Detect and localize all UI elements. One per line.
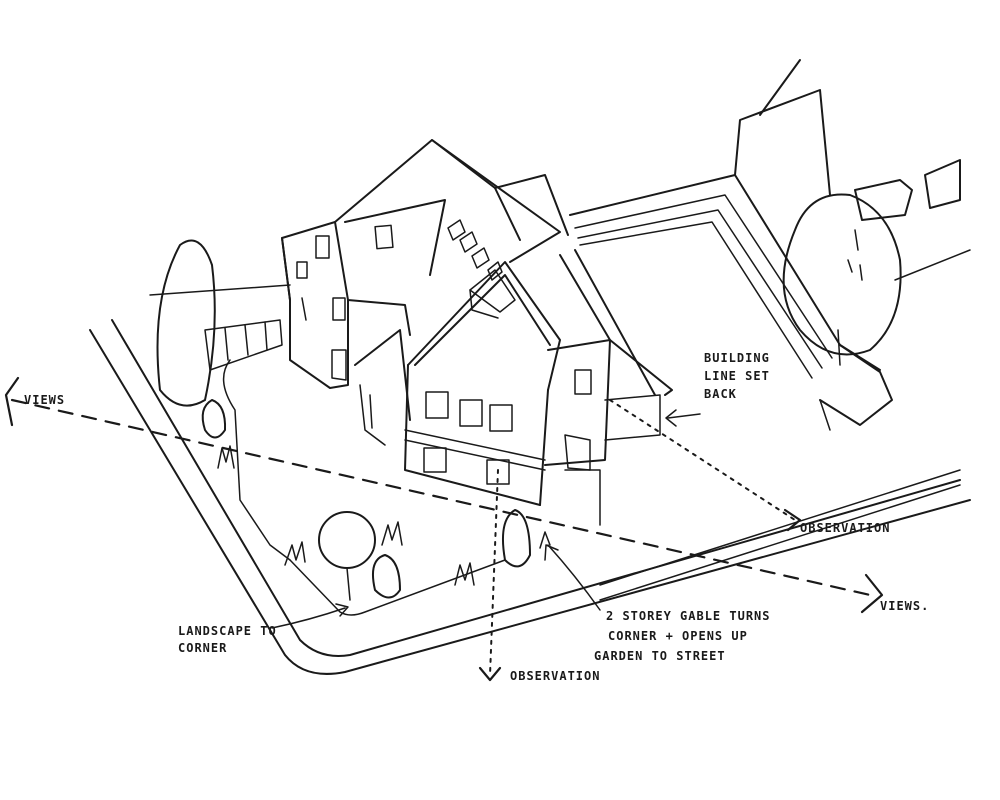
- site-boundary: [222, 359, 506, 616]
- label-views-right: VIEWS.: [880, 599, 929, 613]
- label-gable-2: CORNER + OPENS UP: [608, 629, 748, 643]
- landscaping: [156, 193, 902, 601]
- label-landscape-1: LANDSCAPE TO: [178, 624, 277, 638]
- label-gable-1: 2 STOREY GABLE TURNS: [606, 609, 771, 623]
- label-building-line-2: LINE SET: [704, 369, 770, 383]
- house: [281, 139, 673, 526]
- leader-arrows: [271, 409, 701, 629]
- rear-fence: [204, 319, 283, 371]
- garden-wall: [569, 174, 893, 431]
- observation-arrow-right: [783, 508, 802, 532]
- observation-axes: [478, 399, 802, 682]
- views-arrow-right: [860, 573, 884, 614]
- label-gable-3: GARDEN TO STREET: [594, 649, 726, 663]
- label-observation-right: OBSERVATION: [800, 521, 890, 535]
- label-building-line-3: BACK: [704, 387, 737, 401]
- label-views-left: VIEWS: [24, 393, 65, 407]
- label-observation-bottom: OBSERVATION: [510, 669, 600, 683]
- street-kerbs: [89, 284, 971, 675]
- views-arrow-left: [4, 376, 20, 427]
- observation-arrow-bottom: [478, 666, 502, 682]
- label-landscape-2: CORNER: [178, 641, 227, 655]
- annotations: VIEWS VIEWS. BUILDING LINE SET BACK OBSE…: [24, 351, 929, 683]
- views-axis: [4, 376, 884, 614]
- label-building-line-1: BUILDING: [704, 351, 770, 365]
- neighbour-buildings: [734, 59, 971, 281]
